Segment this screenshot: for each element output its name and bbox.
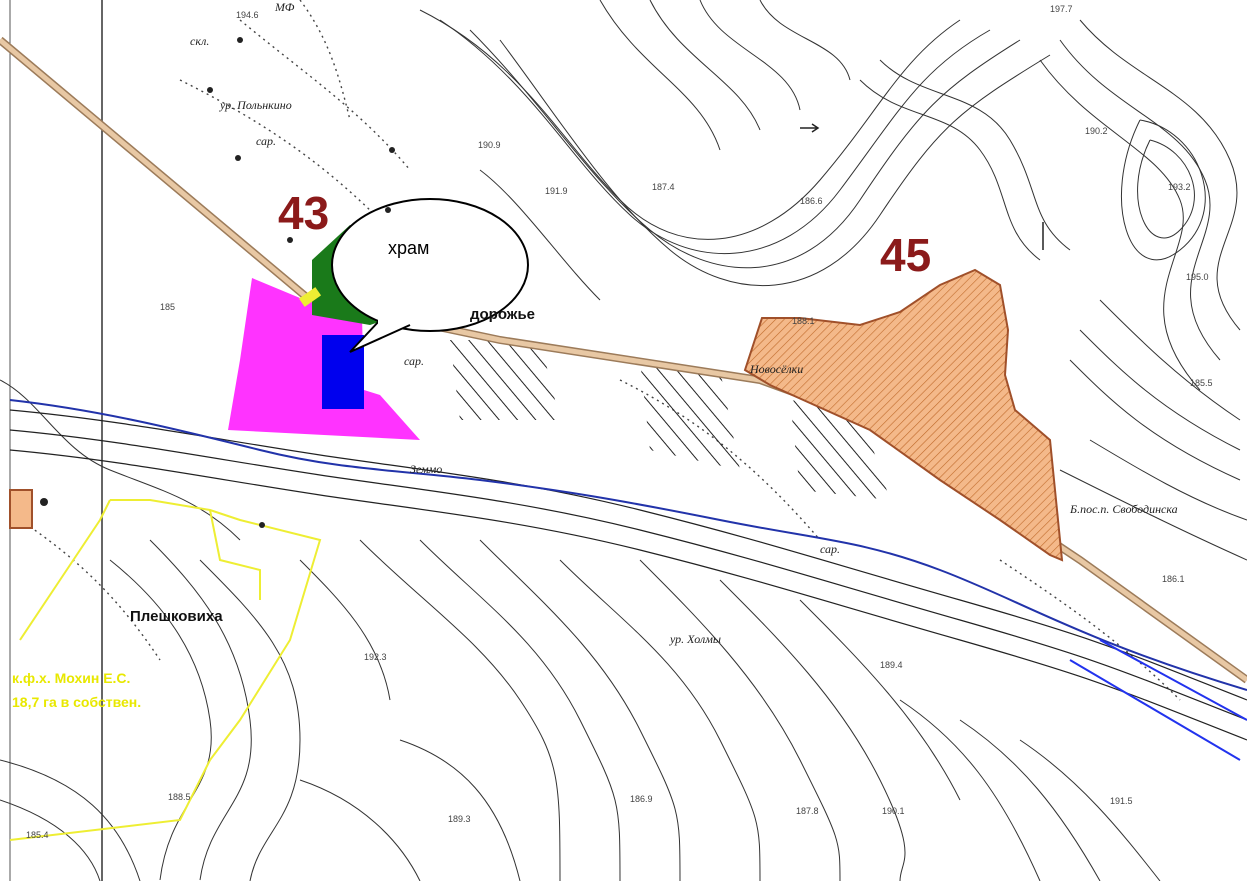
elevation-mark: 194.6: [236, 10, 259, 20]
elevation-mark: 189.3: [448, 814, 471, 824]
label-sp2: сар.: [404, 354, 425, 368]
elevation-mark: 189.4: [880, 660, 903, 670]
village-east: Новосёлки: [750, 362, 804, 376]
elevation-mark: 197.7: [1050, 4, 1073, 14]
label-sk: скл.: [190, 34, 210, 48]
elevation-mark: 192.3: [364, 652, 387, 662]
elevation-mark: 190.1: [882, 806, 905, 816]
elevation-mark: 188.5: [168, 792, 191, 802]
elevation-mark: 186.6: [800, 196, 823, 206]
label-sp3: сар.: [820, 542, 841, 556]
river: [9, 399, 1247, 691]
elevation-mark: 188.1: [792, 316, 815, 326]
elevation-mark: 186.9: [630, 794, 653, 804]
zone-43-label: 43: [278, 187, 330, 239]
hatched-fields: [450, 340, 890, 500]
elevation-mark: 185.4: [26, 830, 49, 840]
place-svobodnaya: Б.пос.п. Свободинска: [1070, 502, 1178, 516]
callout-text: храм: [388, 238, 430, 258]
elevation-mark: 195.0: [1186, 272, 1209, 282]
owner-label-line2: 18,7 га в собствен.: [12, 694, 142, 710]
elevation-mark: 187.4: [652, 182, 675, 192]
place-dorozhye: дорожье: [470, 306, 536, 323]
zone-45-area: [743, 268, 1064, 562]
label-sp: сар.: [256, 134, 277, 148]
place-kholmy: ур. Холмы: [670, 632, 721, 646]
elevation-mark: 186.1: [1162, 574, 1185, 584]
elevation-mark: 193.2: [1168, 182, 1191, 192]
owner-label-line1: к.ф.х. Мохин Е.С.: [12, 670, 131, 686]
elevation-mark: 187.8: [796, 806, 819, 816]
elevation-mark: 191.5: [1110, 796, 1133, 806]
owner-boundary: [9, 499, 322, 841]
label-mf: МФ: [275, 0, 295, 14]
river-name: Земмо: [410, 462, 443, 476]
callout-bubble: [331, 198, 529, 353]
elevation-mark: 191.9: [545, 186, 568, 196]
zone-45-label: 45: [880, 229, 932, 281]
elevation-mark: 190.2: [1085, 126, 1108, 136]
elevation-mark: 185.5: [1190, 378, 1213, 388]
place-poshkino: ур. Польнкино: [220, 98, 292, 112]
place-pleshkoviha: Плешковиха: [130, 608, 223, 625]
elevation-mark: 190.9: [478, 140, 501, 150]
elevation-mark: 185: [160, 302, 176, 312]
